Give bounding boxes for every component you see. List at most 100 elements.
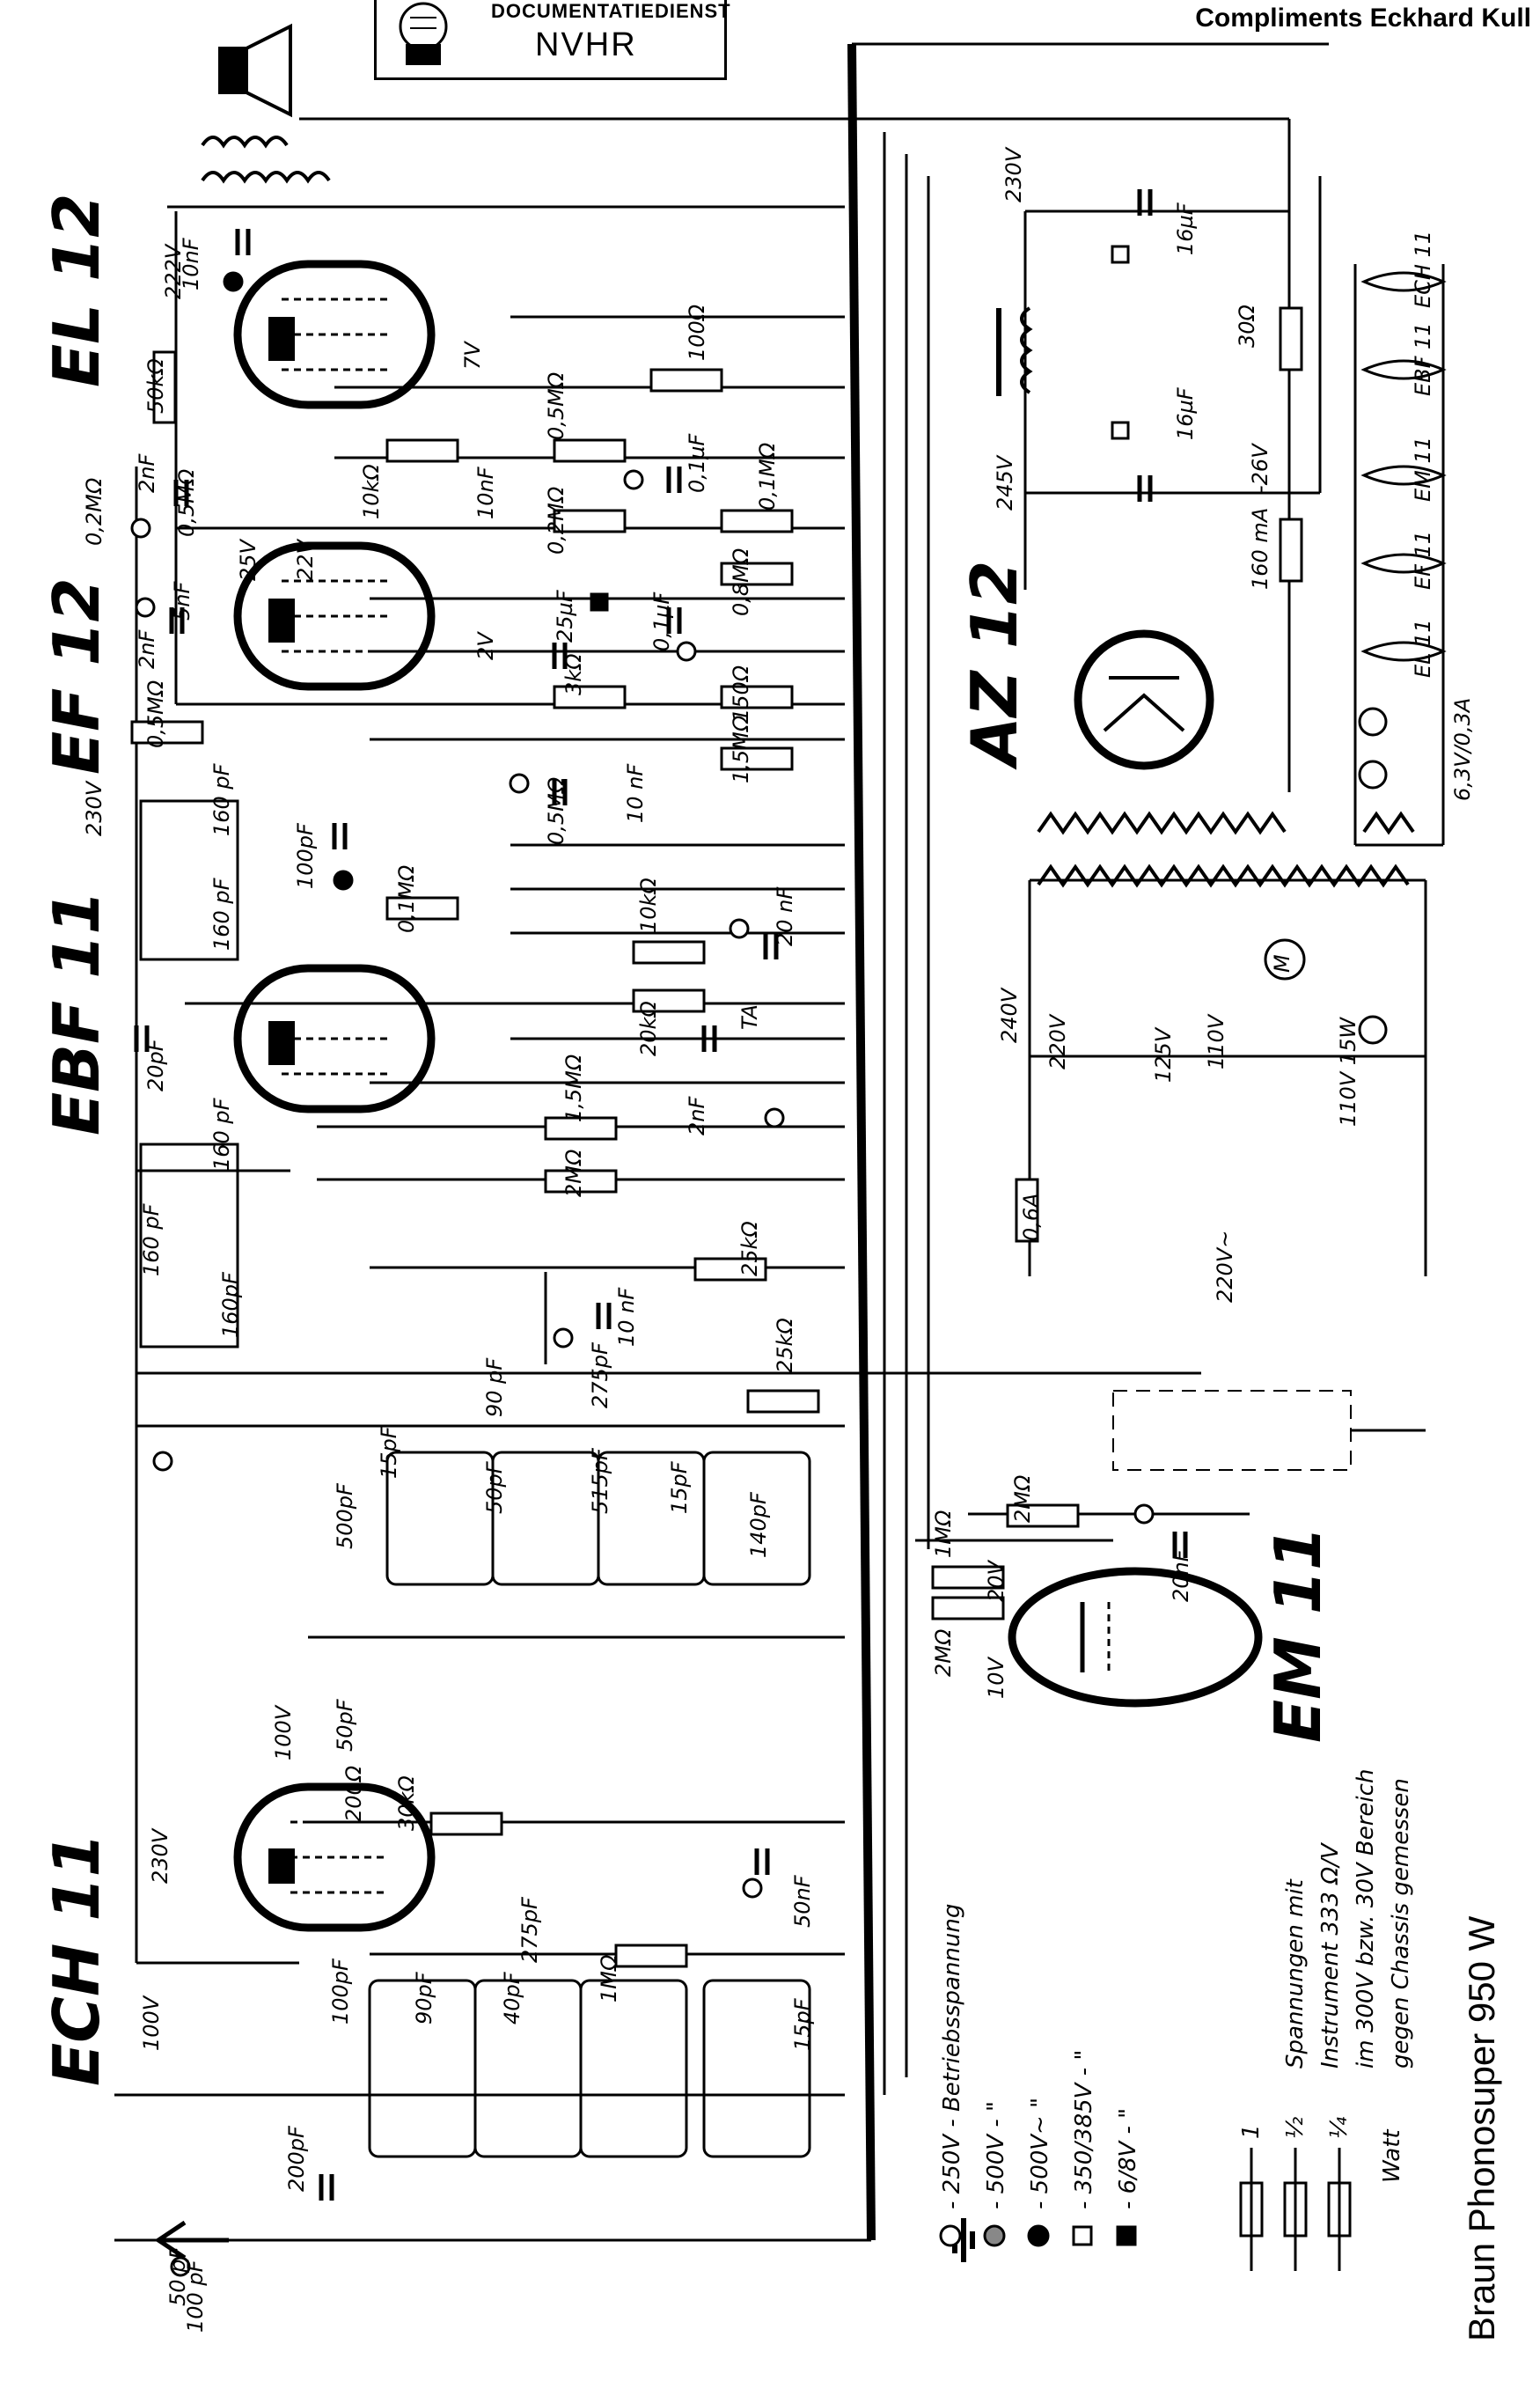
component-value-label: 160 mA	[1248, 508, 1272, 590]
component-value-label: 10 nF	[623, 763, 648, 823]
legend-voltage	[939, 2224, 1137, 2247]
credit-text: Compliments Eckhard Kull	[1195, 4, 1531, 33]
component-value-label: 2MΩ	[931, 1628, 956, 1677]
tube-label-ech11: ECH 11	[40, 1833, 114, 2086]
component-value-label: 22V	[293, 538, 318, 581]
component-value-label: 100 pF	[183, 2259, 208, 2333]
component-value-label: -26V	[1248, 443, 1272, 493]
component-value-label: 2MΩ	[561, 1149, 586, 1197]
component-value-label: 500pF	[333, 1482, 357, 1549]
component-value-label: 200pF	[284, 2125, 309, 2192]
component-value-label: 3kΩ	[561, 653, 586, 695]
component-value-label: 2nF	[685, 1096, 709, 1135]
stamp-title: DOCUMENTATIEDIENST	[491, 0, 731, 22]
output-transformer	[201, 136, 331, 184]
component-value-label: 230V	[1001, 146, 1026, 202]
legend-voltage-text: - 250V - Betriebsspannung- 500V - "- 500…	[939, 1904, 1141, 2209]
legend-note-line: im 300V bzw. 30V Bereich	[1353, 1769, 1379, 2069]
component-value-label: 10V	[984, 1656, 1008, 1699]
component-value-label: 0,2MΩ	[82, 477, 106, 546]
component-value-label: 100pF	[328, 1958, 353, 2025]
component-value-label: 0,5MΩ	[143, 680, 168, 748]
tube-label-em11: EM 11	[1261, 1526, 1335, 1743]
component-value-label: 50kΩ	[143, 358, 168, 414]
component-value-label: 15pF	[790, 1997, 815, 2051]
component-value-label: 15pF	[377, 1425, 401, 1479]
component-value-label: 90pF	[412, 1971, 436, 2025]
legend-wattage	[1239, 2148, 1352, 2271]
component-value-label: 10kΩ	[636, 878, 661, 933]
component-value-label: EM 11	[1411, 437, 1435, 502]
component-value-label: 16µF	[1173, 386, 1198, 440]
legend-voltage-line: - 500V - "	[983, 2101, 1009, 2209]
resistors	[130, 306, 1303, 1968]
component-value-label: 1MΩ	[931, 1510, 956, 1558]
antenna-icon	[154, 2220, 229, 2260]
archive-stamp: DOCUMENTATIEDIENST NVHR	[374, 0, 730, 80]
component-value-label: 245V	[993, 454, 1017, 511]
component-value-label: 5nF	[170, 581, 194, 621]
component-value-label: 25V	[236, 538, 260, 581]
component-value-label: 515pF	[588, 1447, 612, 1514]
component-value-label: 0,1MΩ	[394, 864, 419, 933]
stamp-org: NVHR	[535, 26, 637, 63]
component-value-label: 2MΩ	[1010, 1474, 1035, 1523]
tube-label-ef12: EF 12	[40, 577, 114, 775]
legend-wattage-value: ¼	[1326, 2117, 1353, 2139]
component-value-label: EL 11	[1411, 619, 1435, 678]
component-value-label: 20nF	[1169, 1548, 1193, 1602]
component-value-label: 6,3V/0,3A	[1450, 698, 1475, 801]
component-value-label: 220V~	[1213, 1231, 1237, 1303]
component-value-label: 100V	[139, 1995, 164, 2051]
component-value-label: 10 nF	[614, 1287, 639, 1347]
component-value-label: 50pF	[482, 1460, 507, 1514]
tube-ef12	[233, 541, 436, 691]
component-value-label: 15pF	[667, 1460, 692, 1514]
component-value-label: 1,5MΩ	[561, 1054, 586, 1122]
component-value-label: 160 pF	[209, 1097, 234, 1171]
tube-ech11	[233, 1782, 436, 1932]
component-value-label: 50 pF	[165, 2246, 190, 2306]
component-value-label: 100Ω	[685, 304, 709, 361]
legend-note-line: gegen Chassis gemessen	[1388, 1778, 1414, 2069]
component-value-label: EF 11	[1411, 531, 1435, 590]
component-value-label: 160 pF	[209, 762, 234, 836]
component-value-label: M	[1270, 954, 1294, 973]
legend-note-line: Spannungen mit	[1282, 1878, 1309, 2069]
component-value-label: 222V	[161, 243, 186, 299]
component-value-label: 50nF	[790, 1874, 815, 1928]
tube-az12	[1074, 629, 1214, 770]
tube-label-az12: AZ 12	[957, 561, 1031, 770]
component-value-label: 240V	[997, 987, 1022, 1043]
component-value-label: 0,5MΩ	[544, 776, 568, 845]
component-value-label: TA	[737, 1004, 762, 1030]
mains-transformer	[1037, 811, 1415, 888]
tube-el12	[233, 260, 436, 409]
component-value-label: 1,5MΩ	[729, 715, 753, 783]
component-value-label: 25kΩ	[773, 1318, 797, 1373]
component-value-label: 0,5MΩ	[174, 468, 199, 537]
tube-label-el12: EL 12	[40, 194, 114, 387]
component-value-label: 2V	[473, 631, 498, 660]
component-value-label: 140pF	[746, 1491, 771, 1558]
component-value-label: 10nF	[473, 466, 498, 519]
component-value-label: 230V	[148, 1827, 172, 1884]
legend-voltage-line: - 6/8V - "	[1115, 2108, 1141, 2209]
component-value-label: 0,8MΩ	[729, 547, 753, 616]
tube-logo-icon	[399, 2, 448, 65]
component-value-label: 20 nF	[773, 886, 797, 946]
component-value-label: ECH 11	[1411, 231, 1435, 308]
component-value-label: 125V	[1151, 1026, 1176, 1083]
component-value-label: 150Ω	[729, 665, 753, 722]
component-value-label: EBF 11	[1411, 322, 1435, 396]
tube-ebf11	[233, 964, 436, 1113]
component-value-label: 275pF	[517, 1896, 542, 1963]
tube-label-ebf11: EBF 11	[40, 890, 114, 1135]
component-value-label: 30Ω	[1235, 304, 1259, 348]
component-value-label: 0,1µF	[649, 592, 674, 651]
component-value-label: 90 pF	[482, 1357, 507, 1417]
legend-note-line: Instrument 333 Ω/V	[1317, 1841, 1344, 2069]
